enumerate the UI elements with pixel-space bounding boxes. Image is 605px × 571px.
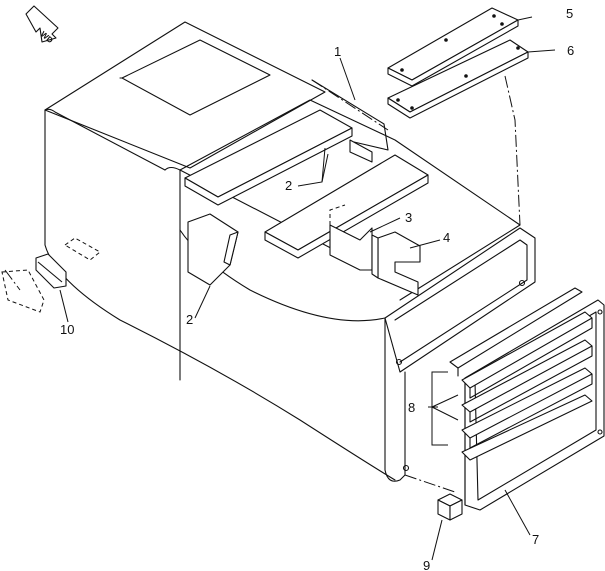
callout-3: 3 xyxy=(405,210,412,225)
callout-4: 4 xyxy=(443,230,450,245)
callout-6: 6 xyxy=(567,43,574,58)
part-2-side-pad xyxy=(187,213,239,286)
callout-1: 1 xyxy=(334,44,341,59)
callout-8: 8 xyxy=(408,400,415,415)
part-1-top-cover xyxy=(311,79,389,151)
part-10-badge xyxy=(1,253,67,313)
callout-labels: 1 2 2 3 4 5 6 7 8 9 10 xyxy=(60,6,574,571)
callout-7: 7 xyxy=(532,532,539,547)
callout-2-side: 2 xyxy=(186,312,193,327)
part-9-block xyxy=(437,493,463,521)
forward-direction-arrow-icon: WD xyxy=(25,5,59,46)
callout-2-top: 2 xyxy=(285,178,292,193)
callout-10: 10 xyxy=(60,322,74,337)
direction-badge-label: WD xyxy=(39,30,55,46)
part-5-plate xyxy=(387,7,519,87)
part-2-top-pads xyxy=(184,109,429,259)
part-4-clip xyxy=(371,231,421,296)
part-8-louver-slats xyxy=(449,287,593,461)
part-6-plate xyxy=(387,39,529,119)
leader-lines xyxy=(59,16,556,561)
callout-9: 9 xyxy=(423,558,430,571)
callout-5: 5 xyxy=(566,6,573,21)
